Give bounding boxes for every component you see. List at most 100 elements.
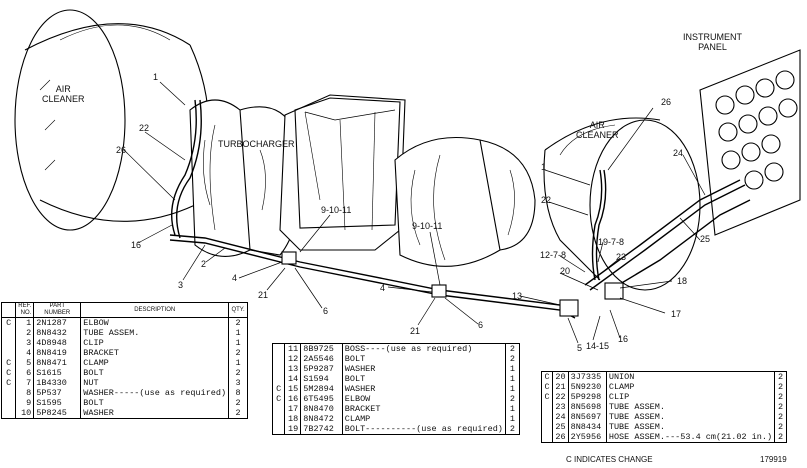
change-indicator <box>542 402 553 412</box>
part-number: 4D8948 <box>33 338 82 348</box>
part-quantity: 2 <box>777 432 784 442</box>
callout-18: 18 <box>677 276 688 286</box>
clamps <box>281 251 624 317</box>
part-number: 8N8470 <box>300 404 343 414</box>
part-quantity: 3 <box>235 378 241 388</box>
change-indicator <box>273 364 285 374</box>
ref-number: 5 <box>15 358 35 368</box>
center-turbo-drawing <box>394 137 536 267</box>
ref-number: 22 <box>552 392 569 402</box>
change-indicator <box>2 408 16 419</box>
change-indicator <box>2 348 16 358</box>
change-indicator <box>273 404 285 414</box>
change-indicator: C <box>6 318 12 328</box>
change-indicator: C <box>544 392 550 402</box>
description-header: DESCRIPTION <box>80 302 230 318</box>
part-number: 2A5546 <box>300 354 343 364</box>
left-turbo-drawing <box>189 99 302 257</box>
part-number: 5N9230 <box>568 382 607 392</box>
callout-12-7-8: 12-7-8 <box>540 250 567 260</box>
part-number: 6T5495 <box>300 394 343 404</box>
change-indicator <box>2 338 16 348</box>
callout-26-right: 26 <box>661 97 672 107</box>
part-description: BOLT <box>342 374 506 384</box>
part-description: BOLT----------(use as required) <box>342 424 506 435</box>
part-number: 8B9725 <box>300 343 343 354</box>
part-description: BOSS----(use as required) <box>342 343 506 354</box>
change-indicator <box>2 398 16 408</box>
leader-lines <box>123 81 706 344</box>
part-quantity: 8 <box>235 388 241 398</box>
ref-number: 8 <box>15 388 35 398</box>
part-quantity: 2 <box>235 408 241 418</box>
part-description: CLIP <box>606 392 776 402</box>
part-description: TUBE ASSEM. <box>80 328 230 338</box>
change-indicator: C <box>544 372 550 382</box>
change-indicator <box>273 424 285 435</box>
part-quantity: 2 <box>509 354 516 364</box>
callout-25: 25 <box>700 234 711 244</box>
change-indicator <box>542 432 553 443</box>
turbocharger-label: TURBOCHARGER <box>218 139 295 149</box>
part-number: 8N8472 <box>300 414 343 424</box>
callout-16-right: 16 <box>618 334 629 344</box>
callout-1-left: 1 <box>153 72 159 82</box>
part-quantity: 2 <box>235 368 241 378</box>
callout-22-left: 22 <box>139 123 150 133</box>
part-description: BOLT <box>80 398 230 408</box>
part-number: 1B4330 <box>33 378 82 388</box>
part-number: S1595 <box>33 398 82 408</box>
part-number: 5P9298 <box>568 392 607 402</box>
callout-19-7-8: 19-7-8 <box>598 237 625 247</box>
part-description: WASHER-----(use as required) <box>80 388 230 398</box>
change-indicator: C <box>6 368 12 378</box>
part-description: TUBE ASSEM. <box>606 422 776 432</box>
ref-number: 17 <box>284 404 302 414</box>
part-quantity: 2 <box>777 402 784 412</box>
part-number: 5P8245 <box>33 408 82 419</box>
part-description: BOLT <box>80 368 230 378</box>
callout-20: 20 <box>560 266 571 276</box>
callout-6-center: 6 <box>478 320 484 330</box>
change-indicator: C <box>6 358 12 368</box>
part-number: 3J7335 <box>568 371 607 382</box>
ref-number: 14 <box>284 374 302 384</box>
change-indicator: C <box>276 384 282 394</box>
ref-number: 6 <box>15 368 35 378</box>
part-quantity: 1 <box>509 384 516 394</box>
part-number: 2Y5956 <box>568 432 607 443</box>
callout-24: 24 <box>673 148 684 158</box>
ref-number: 16 <box>284 394 302 404</box>
part-quantity: 2 <box>509 424 516 434</box>
tube-routing <box>169 99 751 319</box>
part-description: WASHER <box>342 364 506 374</box>
part-description: BRACKET <box>342 404 506 414</box>
part-number: S1615 <box>33 368 82 378</box>
callout-9-10-11-center: 9-10-11 <box>412 221 443 231</box>
air-cleaner-left-label: AIR CLEANER <box>42 84 85 104</box>
change-note: C INDICATES CHANGE <box>566 455 653 464</box>
part-number: 7B2742 <box>300 424 343 435</box>
instrument-panel-label: INSTRUMENT PANEL <box>683 32 742 52</box>
callout-21-center: 21 <box>410 326 421 336</box>
part-description: TUBE ASSEM. <box>606 412 776 422</box>
change-indicator <box>542 422 553 432</box>
part-number: 8N8471 <box>33 358 82 368</box>
